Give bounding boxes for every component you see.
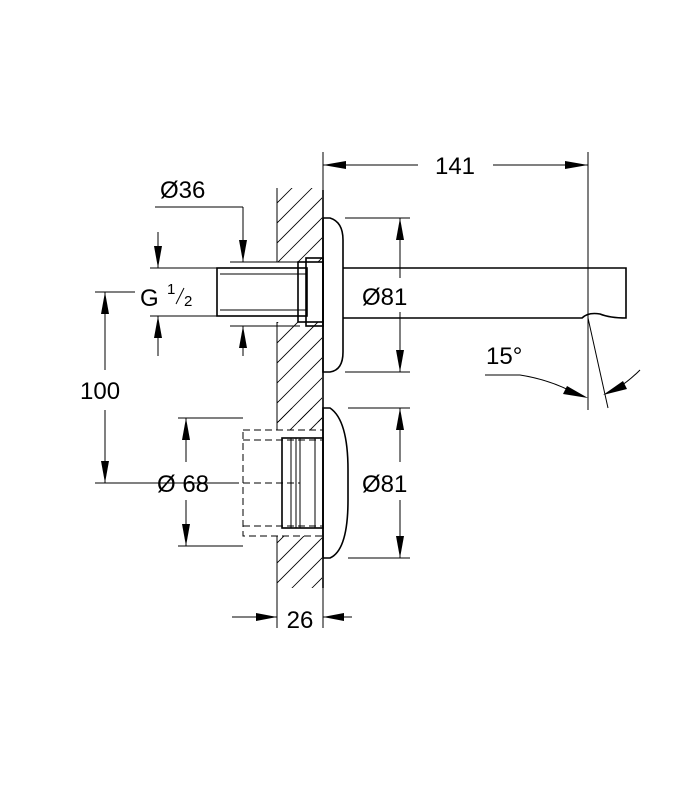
spout-assembly [216,217,627,373]
dim-overall-length-label: 141 [435,153,475,180]
dim-thread-denominator: 2 [184,293,192,310]
dim-depth-label: 26 [287,607,314,634]
dim-spacing: 100 [80,291,232,484]
dim-rosette-upper: Ø81 [345,217,410,373]
dim-spacing-label: 100 [80,378,120,405]
wall-section [276,188,324,588]
dim-rosette-lower: Ø81 [348,407,410,559]
dim-depth: 26 [232,588,352,634]
dim-rosette-upper-label: Ø81 [362,284,407,311]
dim-thread-letter: G [140,285,159,312]
dim-rosette-lower-label: Ø81 [362,471,407,498]
handle-assembly [232,407,349,559]
dim-thread: G 1 2 [140,232,217,356]
dim-overall-length: 141 [322,152,589,410]
dim-cartridge-diameter: Ø 68 [157,417,243,547]
dim-pipe-diameter-label: Ø36 [160,177,205,204]
dim-cartridge-diameter-label: Ø 68 [157,471,209,498]
dim-thread-numerator: 1 [167,281,175,298]
dim-angle-label: 15° [486,343,522,370]
dim-pipe-diameter: Ø36 [155,177,300,356]
dim-angle: 15° [485,317,641,409]
